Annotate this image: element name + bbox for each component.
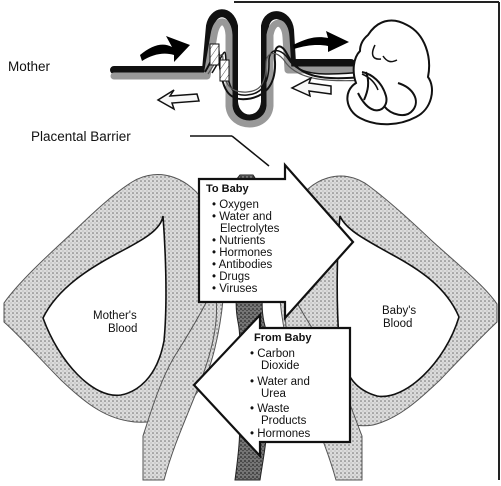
from-baby-item-4: Urea xyxy=(261,388,287,400)
mothers-blood-label-line-2: Blood xyxy=(108,323,137,335)
maternal-vessel-shadow xyxy=(110,18,356,128)
to-baby-item-8: • Viruses xyxy=(212,283,258,295)
babys-blood-label-line-1: Baby's xyxy=(382,305,416,317)
from-baby-item-6: Products xyxy=(261,415,307,427)
from-baby-item-7: • Hormones xyxy=(250,428,311,440)
top-circulation-illustration xyxy=(110,9,433,128)
umbilical-cord xyxy=(363,71,370,101)
baby-blood-inner xyxy=(336,215,460,398)
baby-face-line xyxy=(361,44,398,91)
to-baby-item-4: • Nutrients xyxy=(212,235,265,247)
placental-barrier-label: Placental Barrier xyxy=(31,129,131,144)
to-baby-item-3: Electrolytes xyxy=(220,223,280,235)
to-baby-title: To Baby xyxy=(206,183,249,195)
mother-blood-inner xyxy=(42,215,167,396)
babys-blood-label-line-2: Blood xyxy=(383,318,412,330)
to-baby-item-5: • Hormones xyxy=(212,247,273,259)
to-baby-arrow xyxy=(197,162,355,321)
from-baby-item-3: • Water and xyxy=(250,376,310,388)
placental-barrier-pointer-diagonal xyxy=(231,135,270,167)
mother-label: Mother xyxy=(8,59,51,74)
placenta-block-left xyxy=(209,43,220,66)
white-flow-arrow-right xyxy=(290,76,332,98)
black-flow-arrow-left xyxy=(140,36,190,62)
maternal-vessel xyxy=(110,9,355,123)
placenta-main-diagram xyxy=(3,162,498,481)
mothers-blood-label-line-1: Mother's xyxy=(93,310,137,322)
from-baby-arrow xyxy=(192,312,352,459)
fetal-vessel-2 xyxy=(211,49,368,96)
baby-leg xyxy=(383,82,417,117)
from-baby-title: From Baby xyxy=(254,332,312,344)
baby-outline xyxy=(346,19,433,126)
from-baby-item-5: • Waste xyxy=(250,403,289,415)
placenta-block-right xyxy=(219,59,230,82)
to-baby-item-6: • Antibodies xyxy=(212,259,273,271)
to-baby-item-1: • Oxygen xyxy=(212,199,259,211)
to-baby-item-2: • Water and xyxy=(212,211,272,223)
from-baby-item-2: Dioxide xyxy=(261,360,299,372)
black-flow-arrow-right xyxy=(293,31,349,52)
from-baby-item-1: • Carbon xyxy=(250,348,295,360)
white-flow-arrow-left xyxy=(156,89,200,111)
to-baby-item-7: • Drugs xyxy=(212,271,250,283)
